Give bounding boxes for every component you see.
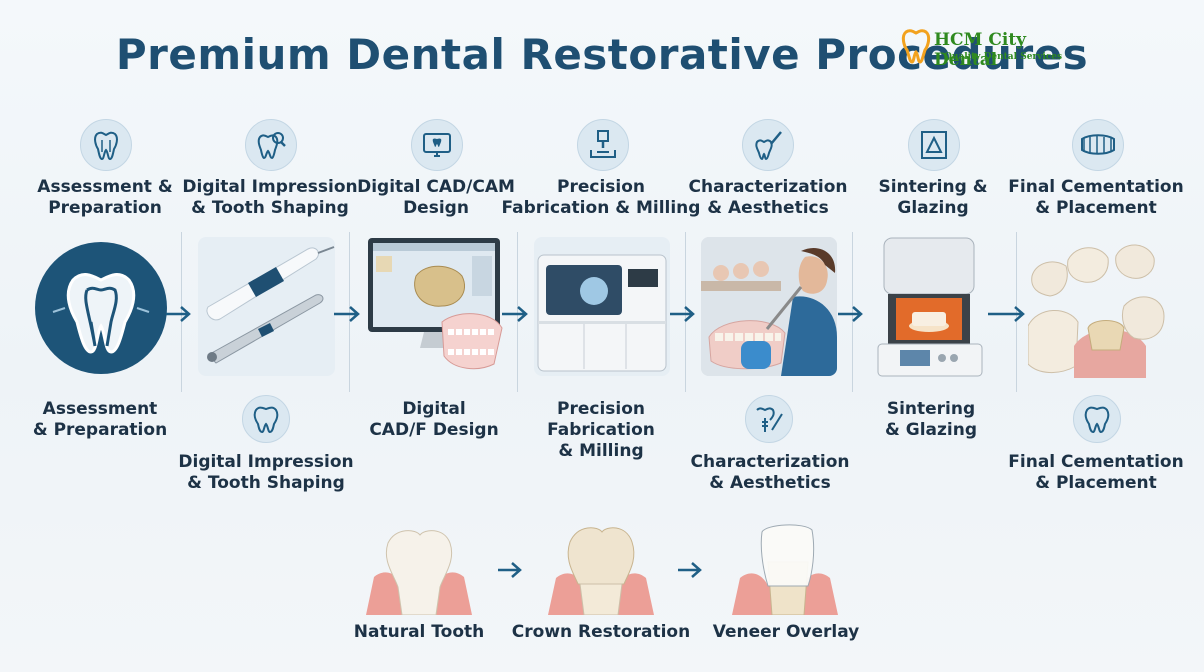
step-5-title: Characterization& Aesthetics [688, 177, 848, 218]
milling-tool-icon [577, 119, 629, 171]
step-6-title: Sintering &Glazing [878, 177, 988, 218]
divider [852, 232, 853, 392]
divider [1016, 232, 1017, 392]
tooth-logo-icon [901, 29, 931, 64]
lower-label-7: Final Cementation& Placement [1008, 452, 1184, 493]
final-crowns-image [1027, 236, 1166, 378]
page-title: Premium Dental Restorative Procedures [115, 30, 1089, 79]
tooth-sparkle-icon [1073, 395, 1121, 443]
step-1-title: Assessment &Preparation [37, 177, 173, 218]
divider [517, 232, 518, 392]
monitor-tooth-icon [411, 119, 463, 171]
lower-label-6: Sintering& Glazing [885, 399, 977, 440]
cad-monitor-image [366, 236, 506, 376]
arrow-icon [166, 306, 1025, 322]
lower-label-5: Characterization& Aesthetics [690, 452, 850, 493]
tooth-root-icon [80, 119, 132, 171]
teeth-row-icon [1072, 119, 1124, 171]
scanner-handpiece-image [198, 237, 335, 376]
crown-restoration-image [548, 522, 654, 616]
lower-label-1: Assessment& Preparation [32, 399, 168, 440]
implant-tools-icon [745, 395, 793, 443]
flow-arrows [166, 306, 1025, 322]
veneer-overlay-label: Veneer Overlay [712, 622, 860, 642]
arrow-icon [678, 562, 702, 578]
crown-restoration-label: Crown Restoration [511, 622, 691, 642]
lower-label-2: Digital Impression& Tooth Shaping [178, 452, 354, 493]
divider [685, 232, 686, 392]
step-7-title: Final Cementation& Placement [1008, 177, 1184, 218]
divider [349, 232, 350, 392]
divider [181, 232, 182, 392]
veneer-overlay-image [732, 522, 838, 616]
technician-image [701, 237, 837, 376]
step-2-title: Digital Impression& Tooth Shaping [182, 177, 358, 218]
arrow-icon [498, 562, 522, 578]
natural-tooth-label: Natural Tooth [353, 622, 485, 642]
tooth-cross-section-image [35, 242, 167, 374]
tooth-magnifier-icon [245, 119, 297, 171]
clinic-logo: HCM City Dental Quality Dental Services [900, 28, 1090, 70]
furnace-icon [908, 119, 960, 171]
sintering-furnace-image [874, 236, 986, 378]
milling-machine-image [534, 237, 670, 376]
tooth-icon [242, 395, 290, 443]
brush-tooth-icon [742, 119, 794, 171]
natural-tooth-image [366, 525, 472, 616]
logo-subtitle: Quality Dental Services [944, 52, 1063, 62]
logo-name: HCM City Dental [934, 30, 1027, 70]
